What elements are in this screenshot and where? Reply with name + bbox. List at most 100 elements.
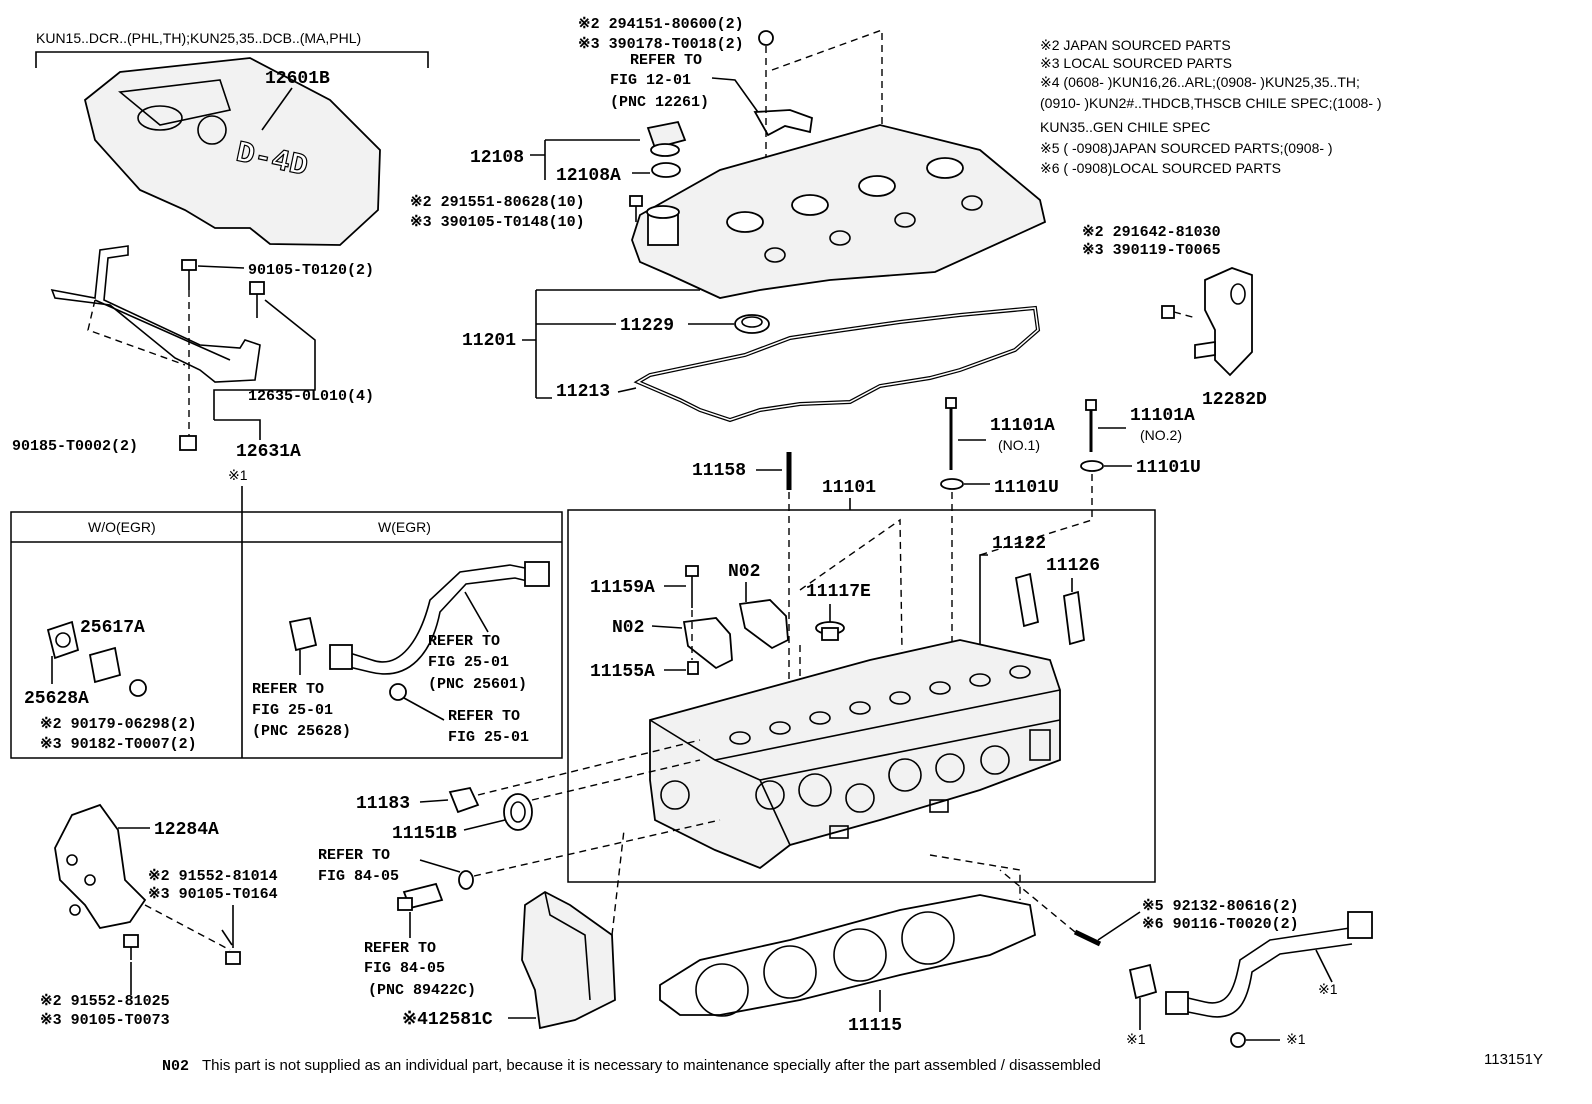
leader-11122: [979, 554, 988, 660]
ref-25628-l1: REFER TO: [252, 681, 324, 698]
valve-guide-11126[interactable]: [1063, 590, 1085, 646]
cap-n02-a[interactable]: [738, 599, 789, 650]
notes-block: ※2 JAPAN SOURCED PARTS ※3 LOCAL SOURCED …: [1040, 37, 1382, 176]
seal-11229[interactable]: [734, 314, 770, 334]
mark-1-a: ※1: [228, 467, 248, 483]
ref-8405b-l3: (PNC 89422C): [368, 982, 476, 999]
bolt-291642[interactable]: [1161, 305, 1175, 319]
part-12284A-label: 12284A: [154, 820, 219, 840]
plug-11117E[interactable]: [815, 621, 845, 641]
bolt-11101A-no1[interactable]: [945, 397, 957, 470]
note-line-4: KUN35..GEN CHILE SPEC: [1040, 119, 1210, 135]
part-291552-81014-label: ※2 91552-81014: [148, 868, 278, 885]
hose-12261[interactable]: [753, 109, 813, 137]
plate-25617A[interactable]: [88, 646, 122, 684]
washer-8405[interactable]: [458, 870, 474, 890]
dash-11151B: [531, 759, 701, 801]
dash-cover-top: [771, 29, 883, 128]
part-11151B-label: 11151B: [392, 824, 457, 844]
dash-camcap: [799, 518, 903, 651]
leader-n02-b: [651, 625, 683, 629]
part-12108-label: 12108: [470, 148, 524, 168]
bolt-291551[interactable]: [629, 195, 643, 222]
cover-12581C[interactable]: [521, 890, 616, 1030]
part-390105-T0164-label: ※3 90105-T0164: [148, 886, 278, 903]
ref-25601-l3: (PNC 25601): [428, 676, 527, 693]
ref-25628-l2: FIG 25-01: [252, 702, 333, 719]
gasket-11213[interactable]: [633, 305, 1041, 423]
part-11158-label: 11158: [692, 461, 746, 481]
bolt-90105-T0120[interactable]: [181, 259, 197, 290]
mark-1-c: ※1: [1126, 1031, 1146, 1047]
oil-cap-12108[interactable]: [646, 120, 687, 157]
part-390119-label: ※3 390119-T0065: [1082, 242, 1221, 259]
bracket-12631A[interactable]: [50, 245, 261, 383]
n02-a-label: N02: [728, 562, 760, 582]
nut-294151[interactable]: [758, 30, 774, 46]
part-90105-T0120-label: 90105-T0120(2): [248, 262, 374, 279]
washer-11101U-1[interactable]: [940, 478, 964, 490]
bolt-291552-81025[interactable]: [123, 934, 139, 960]
box-wo-egr-label: W/O(EGR): [88, 519, 156, 535]
applicability-label: KUN15..DCR..(PHL,TH);KUN25,35..DCB..(MA,…: [36, 30, 361, 46]
ref-8405b-l1: REFER TO: [364, 940, 436, 957]
plug-11183[interactable]: [448, 786, 480, 814]
egr-pipe-left[interactable]: [288, 561, 550, 701]
sensor-89422C[interactable]: [397, 882, 444, 911]
stud-92132[interactable]: [1073, 929, 1102, 947]
nut-90179[interactable]: [129, 679, 147, 697]
part-592132-label: ※5 92132-80616(2): [1142, 898, 1299, 915]
part-11201-label: 11201: [462, 331, 516, 351]
figure-id: 113151Y: [1484, 1051, 1543, 1068]
part-390178-label: ※3 390178-T0018(2): [578, 36, 744, 53]
part-390105-T0148-label: ※3 390105-T0148(10): [410, 214, 585, 231]
bolt-291552-81014[interactable]: [221, 929, 241, 965]
part-25628A-label: 25628A: [24, 689, 89, 709]
head-gasket-11115[interactable]: [659, 894, 1037, 1017]
footer-note-text: This part is not supplied as an individu…: [202, 1057, 1101, 1074]
note-line-5: ※5 ( -0908)JAPAN SOURCED PARTS;(0908- ): [1040, 140, 1333, 156]
ref-8405b-l2: FIG 84-05: [364, 960, 445, 977]
egr-variant-box: [10, 511, 563, 759]
part-690116-label: ※6 90116-T0020(2): [1142, 916, 1299, 933]
cylinder-head-box: [567, 509, 1156, 883]
part-11101A-1-note: (NO.1): [998, 437, 1040, 453]
note-line-1: ※3 LOCAL SOURCED PARTS: [1040, 55, 1232, 71]
part-11183-label: 11183: [356, 794, 410, 814]
valve-guide-11122[interactable]: [1014, 572, 1040, 628]
nut-90185[interactable]: [179, 435, 197, 451]
leader-ref12: [711, 77, 761, 116]
leader-11151B: [463, 819, 506, 831]
part-12581C-label: ※412581C: [402, 1010, 493, 1030]
seal-11151B[interactable]: [503, 793, 533, 831]
cap-n02-b[interactable]: [682, 617, 733, 670]
leader-92132: [1097, 911, 1141, 941]
bracket-12284A[interactable]: [54, 803, 147, 930]
egr-pipe-right[interactable]: [1128, 911, 1373, 1048]
leader-25601: [464, 591, 489, 633]
washer-11101U-2[interactable]: [1080, 460, 1104, 472]
note-line-6: ※6 ( -0908)LOCAL SOURCED PARTS: [1040, 160, 1281, 176]
gasket-25628A[interactable]: [46, 620, 80, 660]
part-12631A-label: 12631A: [236, 442, 301, 462]
part-11126-label: 11126: [1046, 556, 1100, 576]
part-11101U-2-label: 11101U: [1136, 458, 1201, 478]
part-11213-label: 11213: [556, 382, 610, 402]
gasket-12108A[interactable]: [651, 162, 681, 178]
ref-25601-l2: FIG 25-01: [428, 654, 509, 671]
head-cover-11201[interactable]: [631, 124, 1047, 299]
bolt-11159A[interactable]: [685, 565, 699, 608]
cylinder-head-11101[interactable]: [649, 639, 1061, 870]
stud-12635[interactable]: [249, 281, 265, 318]
leader-11213: [536, 387, 637, 399]
part-11229-label: 11229: [620, 316, 674, 336]
pin-11155A[interactable]: [687, 661, 699, 675]
leader-12601B: [261, 87, 293, 131]
leader-12631A: [214, 419, 261, 440]
bracket-12282D[interactable]: [1194, 267, 1253, 377]
part-11101A-2-label: 11101A: [1130, 406, 1195, 426]
engine-cover-12601B[interactable]: D-4D: [83, 57, 381, 246]
leader-8405a: [419, 859, 461, 873]
bolt-11101A-no2[interactable]: [1085, 399, 1097, 452]
